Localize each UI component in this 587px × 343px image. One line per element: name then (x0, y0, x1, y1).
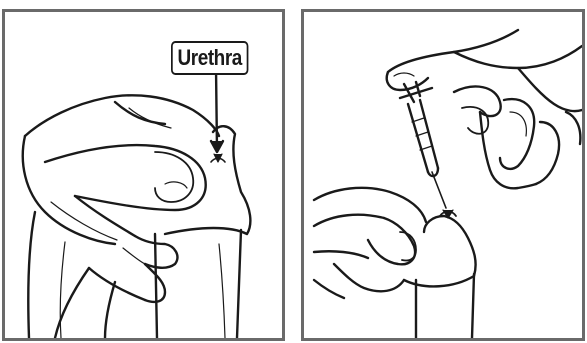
syringe-injection-illustration (304, 12, 582, 338)
urethra-callout-label: Urethra (171, 41, 248, 75)
panel-step-2 (301, 9, 585, 341)
panel-step-1: Urethra (2, 9, 285, 341)
